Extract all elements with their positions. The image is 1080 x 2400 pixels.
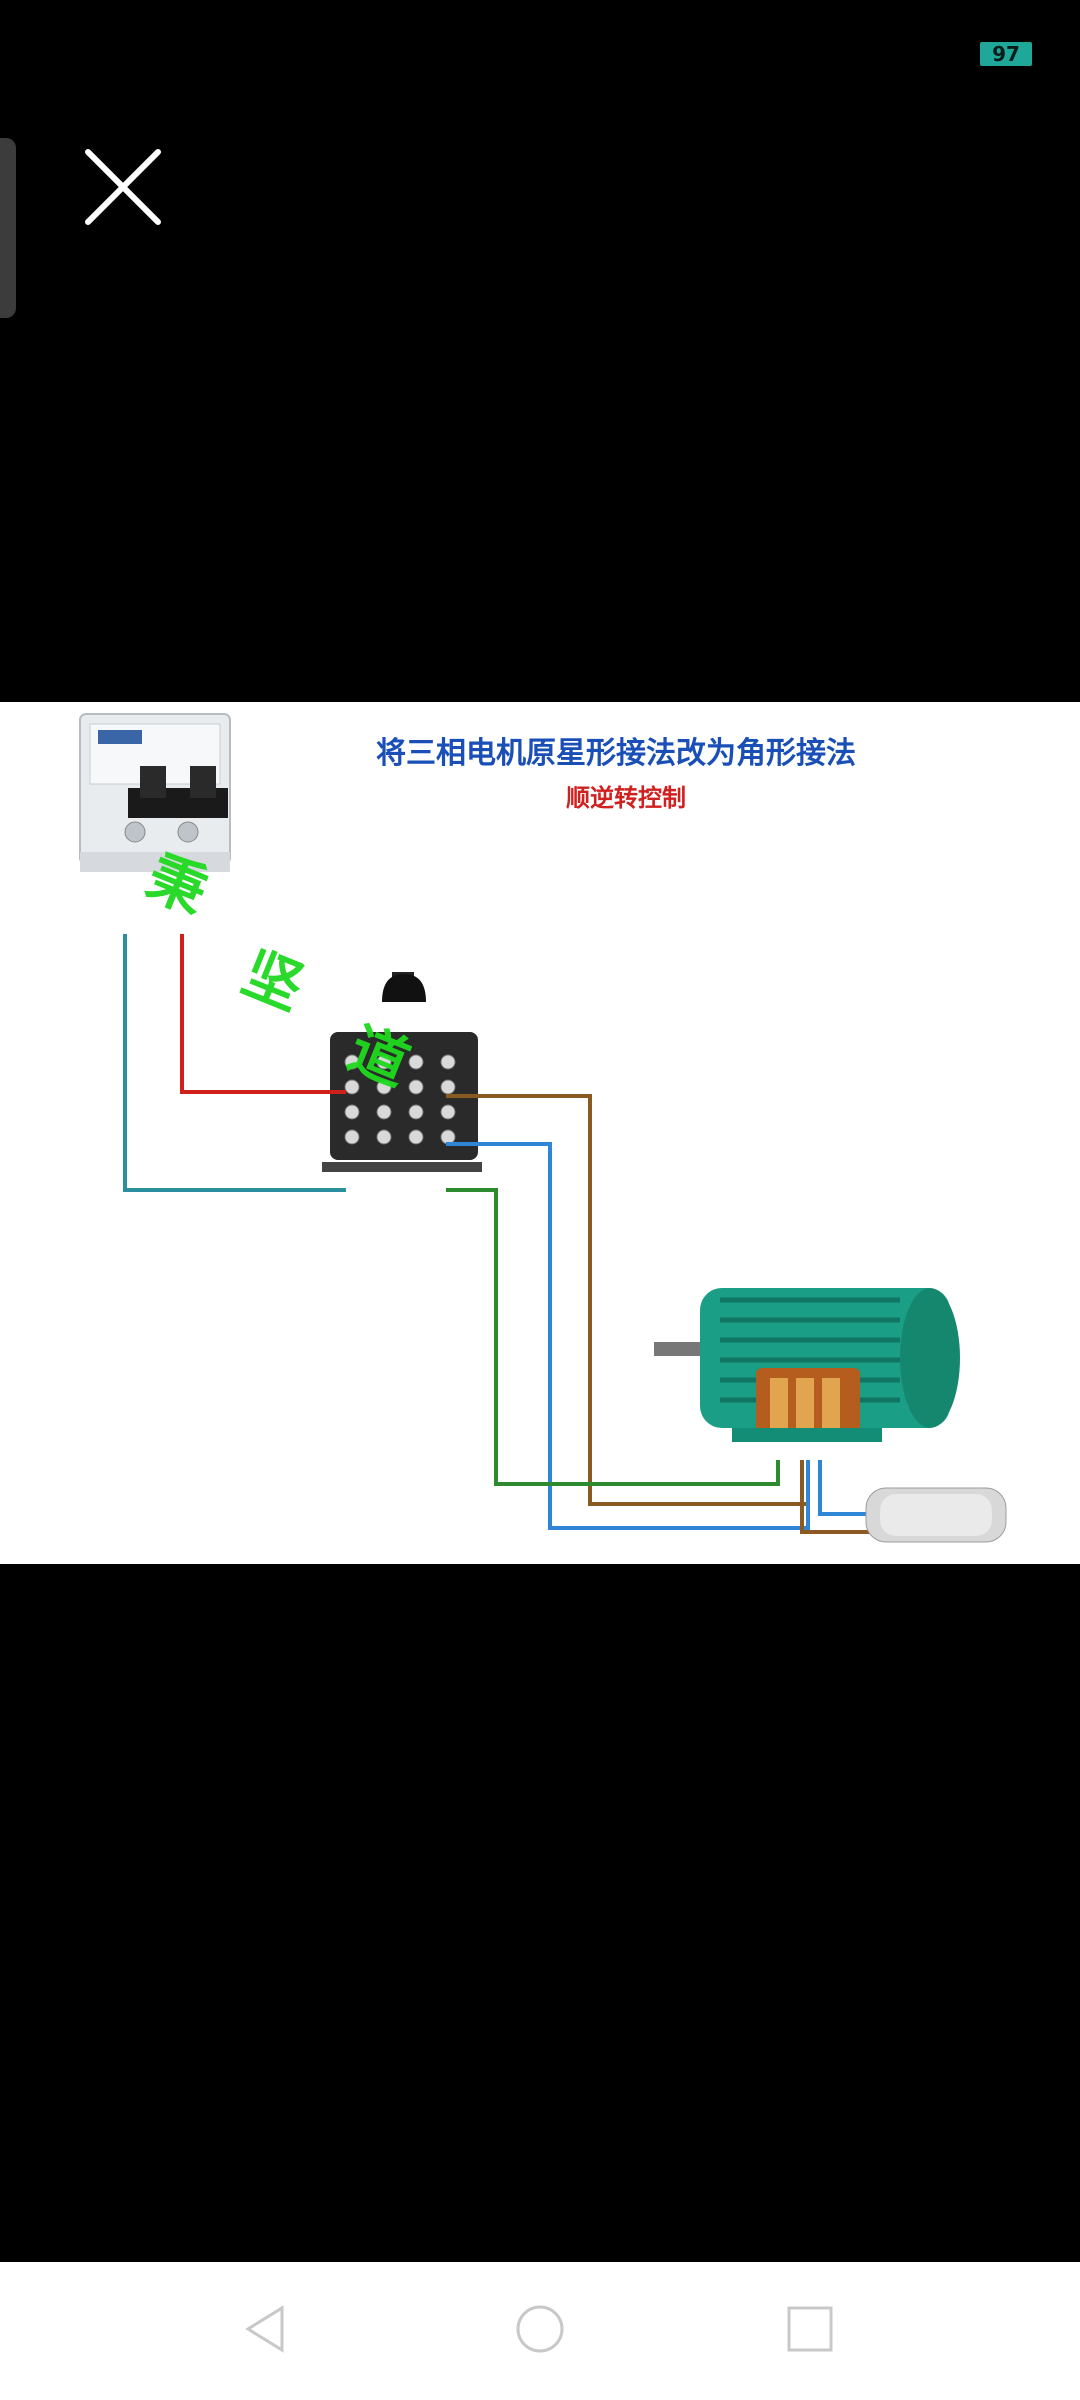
home-button[interactable] [505,2294,575,2364]
motor [654,1288,960,1442]
close-icon [85,149,161,225]
close-button[interactable] [78,142,168,232]
rotary-switch [322,972,482,1172]
edge-panel-handle[interactable] [0,138,16,318]
circuit-breaker [79,713,231,872]
battery-indicator: 97 [980,42,1032,66]
navigation-bar [0,2262,1080,2400]
status-bar: 97 [0,0,1080,90]
wires [123,934,880,1534]
recents-square-icon [787,2306,833,2352]
wiring-diagram-drawing [79,713,1007,1543]
diagram-subtitle: 顺逆转控制 [566,784,686,812]
wiring-diagram-image[interactable]: 将三相电机原星形接法改为角形接法 顺逆转控制 秉 坚 道 [0,702,1080,1564]
back-button[interactable] [232,2294,302,2364]
back-triangle-icon [245,2305,284,2353]
home-circle-icon [516,2305,564,2353]
capacitor [865,1487,1007,1543]
recents-button[interactable] [775,2294,845,2364]
diagram-title: 将三相电机原星形接法改为角形接法 [376,736,856,771]
